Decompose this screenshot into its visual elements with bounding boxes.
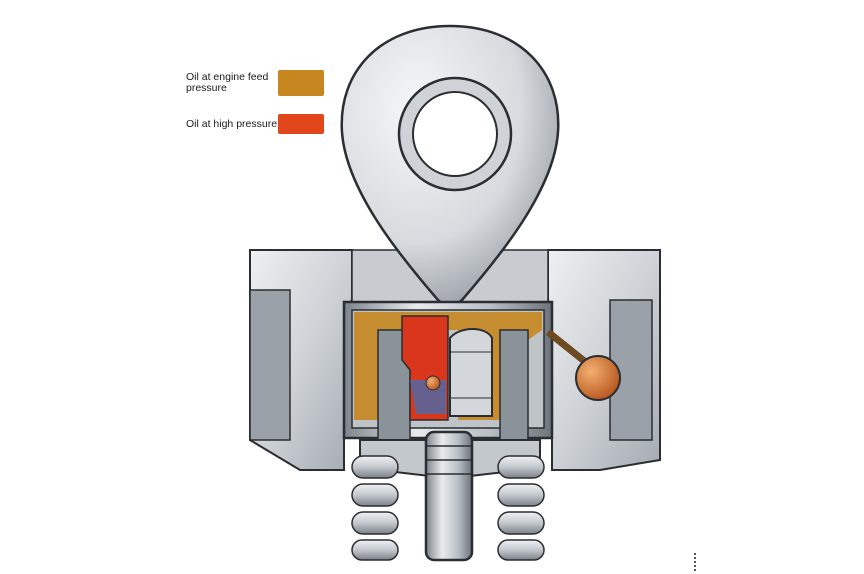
oil-feed-gallery: [575, 355, 621, 401]
piston: [449, 328, 493, 417]
legend-swatch-feed-pressure: [278, 70, 324, 96]
plunger: [377, 329, 529, 441]
camshaft-bore: [412, 91, 498, 177]
legend-item-high-pressure: Oil at high pressure: [186, 114, 324, 134]
legend-label-high-pressure: Oil at high pressure: [186, 117, 278, 130]
legend-label-feed-pressure: Oil at engine feed pressure: [186, 71, 269, 94]
cylinder-head-left: [249, 249, 353, 471]
valve-stem: [424, 430, 474, 562]
legend-swatch-high-pressure: [278, 114, 324, 134]
valve-spring: [351, 455, 545, 561]
check-valve-ball: [425, 375, 441, 391]
scan-artifact: [694, 553, 698, 571]
legend-item-feed-pressure: Oil at engine feed pressure: [186, 70, 324, 96]
oil-feed-pressure-region: [354, 312, 542, 420]
